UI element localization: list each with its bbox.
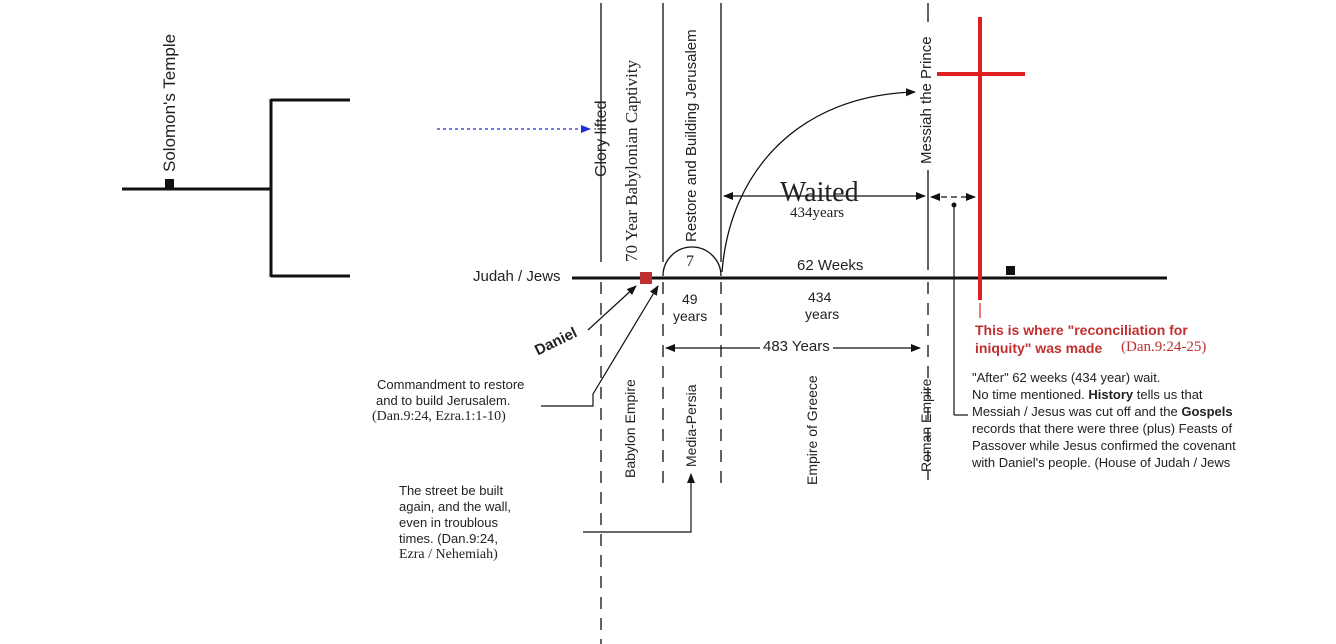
years-483-label: 483 Years [760, 338, 833, 355]
street-line1: The street be built [399, 483, 504, 498]
restore-building-label: Restore and Building Jerusalem [683, 29, 700, 242]
commandment-line1: Commandment to restore [377, 377, 525, 392]
after-line5: Passover while Jesus confirmed the coven… [972, 438, 1236, 453]
glory-lifted-label: Glory lifted [593, 100, 610, 177]
street-line4: times. (Dan.9:24, [399, 531, 498, 546]
captivity-label: 70 Year Babylonian Captivity [622, 59, 641, 262]
after-line2-row: No time mentioned. History tells us that [972, 387, 1236, 404]
after-note: "After" 62 weeks (434 year) wait. No tim… [972, 370, 1236, 472]
reconciliation-line1: This is where "reconciliation for [975, 322, 1188, 338]
after-dot [951, 202, 957, 208]
n434-years-label: years [805, 306, 840, 322]
seven-label: 7 [686, 253, 694, 270]
seven-weeks-arc [662, 246, 722, 277]
daniel-arrow [587, 285, 637, 331]
street-line5: Ezra / Nehemiah) [399, 547, 498, 562]
daniel-marker [640, 272, 652, 284]
empire-greece-label: Empire of Greece [804, 375, 820, 485]
temple-marker [165, 179, 174, 188]
after-line4: records that there were three (plus) Fea… [972, 421, 1233, 436]
n49-years-label: years [673, 308, 708, 324]
messiah-prince-label: Messiah the Prince [918, 36, 935, 164]
waited-curve-arrow [721, 88, 916, 273]
babylon-empire-label: Babylon Empire [622, 379, 638, 478]
after-line3: Messiah / Jesus was cut off and the [972, 404, 1178, 419]
commandment-line2: and to build Jerusalem. [376, 393, 511, 408]
waited-years-label: 434years [790, 205, 845, 221]
sixty-two-weeks-label: 62 Weeks [797, 257, 864, 274]
after-line3-bold: Gospels [1181, 404, 1233, 419]
street-note: The street be built again, and the wall,… [399, 483, 511, 563]
after-line1: "After" 62 weeks (434 year) wait. [972, 370, 1161, 385]
street-line3: even in troublous [399, 515, 499, 530]
judah-jews-label: Judah / Jews [473, 268, 561, 285]
commandment-arrow [541, 285, 659, 407]
after-line2-rest: tells us that [1136, 387, 1203, 402]
end-marker [1006, 266, 1015, 275]
commandment-note: Commandment to restore and to build Jeru… [372, 377, 525, 427]
after-line6: with Daniel's people. (House of Judah / … [972, 455, 1231, 470]
n49-label: 49 [682, 291, 698, 307]
street-line2: again, and the wall, [399, 499, 512, 514]
reconciliation-ref: (Dan.9:24-25) [1121, 339, 1207, 355]
after-line3-row: Messiah / Jesus was cut off and the Gosp… [972, 404, 1236, 421]
media-persia-label: Media-Persia [683, 384, 699, 467]
waited-label: Waited [780, 177, 859, 208]
after-line2-bold: History [1088, 387, 1134, 402]
roman-empire-label: Roman Empire [918, 378, 934, 472]
street-arrow [583, 473, 695, 533]
commandment-ref: (Dan.9:24, Ezra.1:1-10) [372, 409, 506, 424]
reconciliation-line2: iniquity" was made [975, 340, 1103, 356]
solomons-temple-label: Solomon's Temple [160, 33, 179, 172]
after-line2: No time mentioned. [972, 387, 1085, 402]
n434-label: 434 [808, 289, 832, 305]
